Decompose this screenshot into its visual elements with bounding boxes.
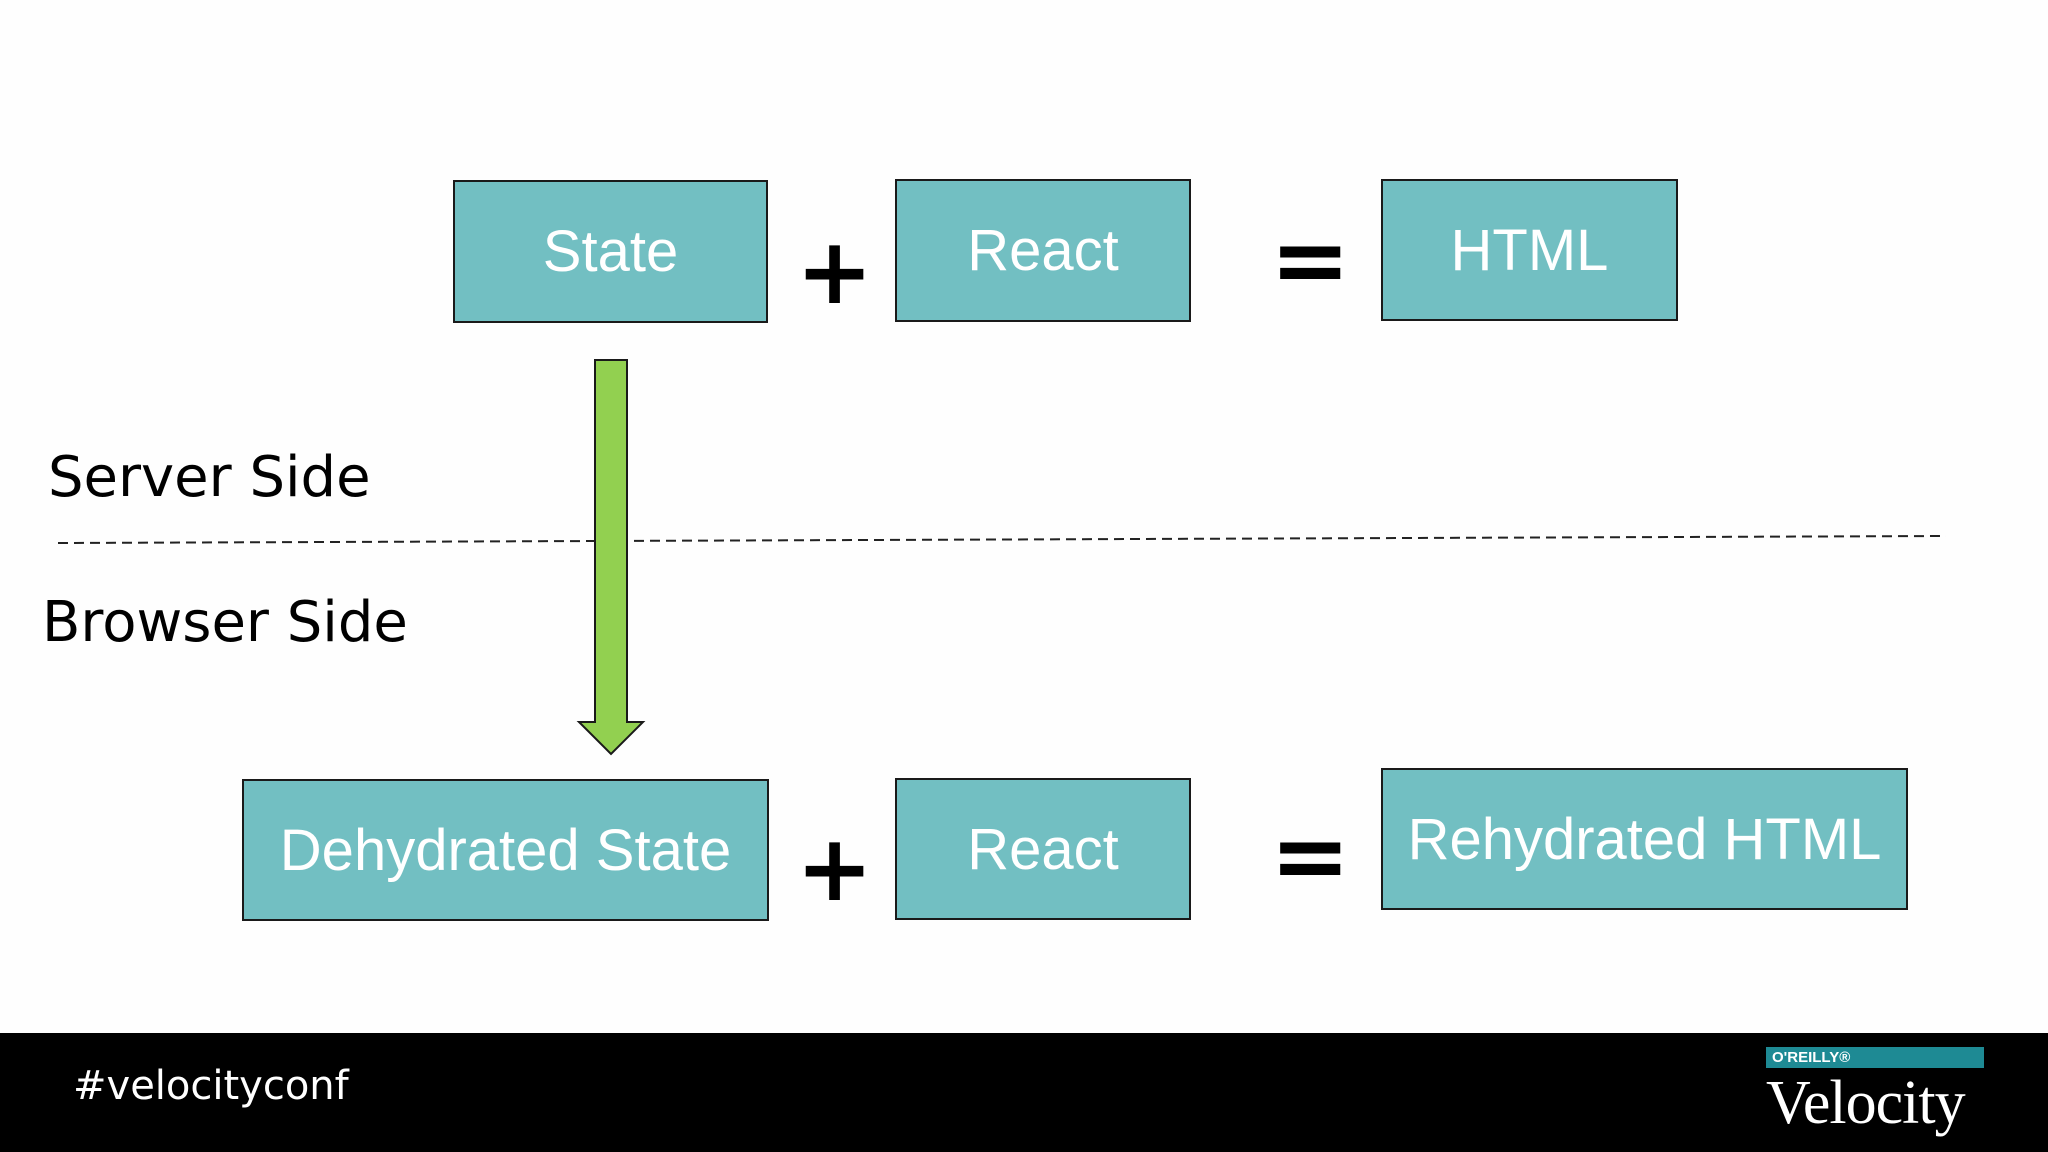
- react-box-top-label: React: [967, 218, 1119, 283]
- velocity-wordmark: Velocity: [1766, 1069, 1966, 1137]
- state-box-label: State: [542, 219, 679, 284]
- dehydrated-state-box-label: Dehydrated State: [279, 817, 732, 883]
- oreilly-logo: O'REILLY®: [1766, 1047, 1984, 1068]
- velocity-logo: O'REILLY® Velocity: [1766, 1047, 1984, 1134]
- react-box-bottom-label: React: [967, 816, 1119, 882]
- plus-sign-top: +: [796, 218, 874, 325]
- footer-bar: #velocityconf O'REILLY® Velocity: [0, 1033, 2048, 1152]
- plus-sign-bottom: +: [796, 815, 874, 922]
- state-box: State: [453, 180, 768, 323]
- dehydrated-state-box: Dehydrated State: [242, 779, 769, 921]
- rehydrated-html-box: Rehydrated HTML: [1381, 768, 1908, 910]
- equals-sign-top: =: [1270, 204, 1351, 316]
- server-side-label: Server Side: [48, 445, 371, 510]
- html-box: HTML: [1381, 179, 1678, 321]
- react-box-top: React: [895, 179, 1191, 322]
- hashtag: #velocityconf: [73, 1063, 349, 1109]
- react-box-bottom: React: [895, 778, 1191, 920]
- down-arrow-shape: [576, 359, 646, 756]
- equals-sign-bottom: =: [1270, 800, 1351, 912]
- browser-side-label: Browser Side: [42, 590, 408, 655]
- rehydrated-html-box-label: Rehydrated HTML: [1407, 806, 1882, 872]
- html-box-label: HTML: [1450, 217, 1609, 283]
